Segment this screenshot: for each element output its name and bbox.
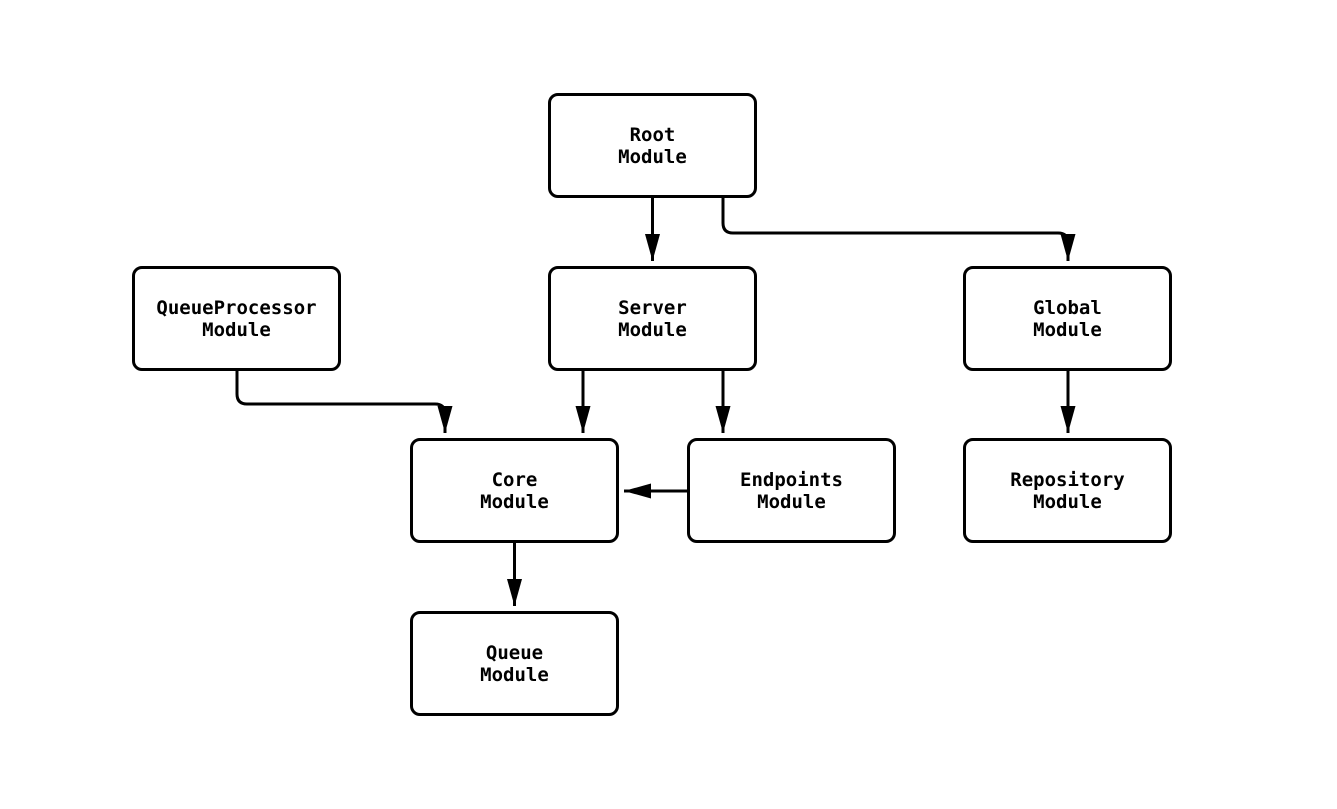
node-label-line1: Repository <box>1010 468 1125 491</box>
edge-queueprocessor-to-core <box>235 371 453 433</box>
node-label-line2: Module <box>1033 490 1102 513</box>
node-label-line2: Module <box>202 318 271 341</box>
node-root-module: Root Module <box>548 93 757 198</box>
node-label-line1: Global <box>1033 296 1102 319</box>
node-label-line2: Module <box>618 318 687 341</box>
node-label-line1: Core <box>491 468 538 491</box>
node-queueprocessor-module: QueueProcessor Module <box>132 266 341 371</box>
node-core-module: Core Module <box>410 438 619 543</box>
node-label-line2: Module <box>480 490 549 513</box>
edge-root-to-global <box>721 198 1076 261</box>
node-server-module: Server Module <box>548 266 757 371</box>
node-label-line2: Module <box>757 490 826 513</box>
node-label-line2: Module <box>480 663 549 686</box>
node-endpoints-module: Endpoints Module <box>687 438 896 543</box>
node-label-line1: Root <box>629 123 676 146</box>
node-label-line2: Module <box>1033 318 1102 341</box>
node-label-line2: Module <box>618 145 687 168</box>
node-label-line1: QueueProcessor <box>156 296 317 319</box>
node-label-line1: Queue <box>485 641 544 664</box>
node-label-line1: Server <box>618 296 687 319</box>
node-repository-module: Repository Module <box>963 438 1172 543</box>
node-label-line1: Endpoints <box>740 468 843 491</box>
node-queue-module: Queue Module <box>410 611 619 716</box>
node-global-module: Global Module <box>963 266 1172 371</box>
